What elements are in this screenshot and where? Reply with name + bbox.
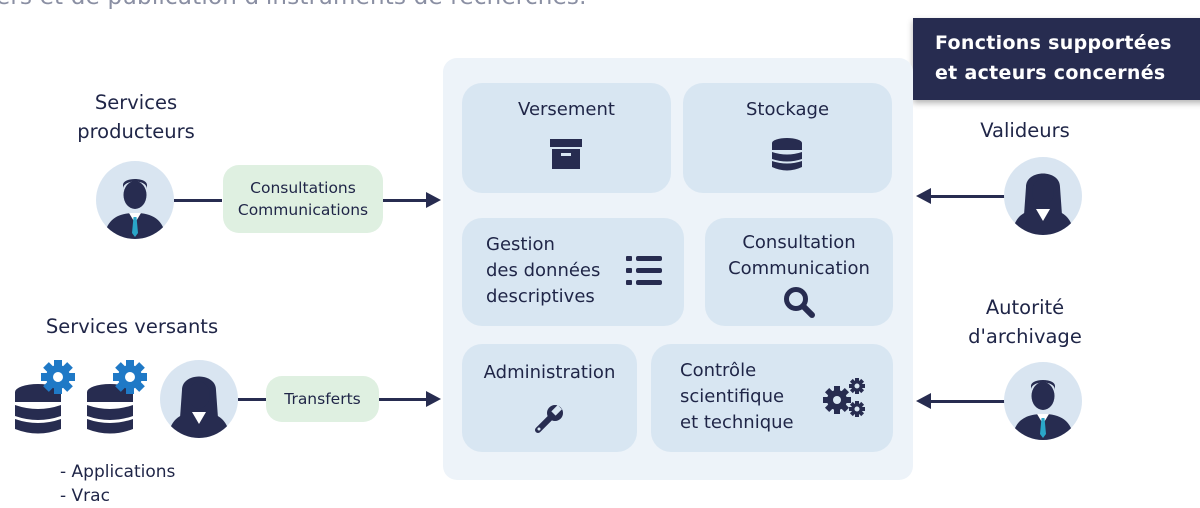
card-controle: Contrôle scientifique et technique xyxy=(651,344,893,452)
section-badge: Fonctions supportées et acteurs concerné… xyxy=(913,18,1200,100)
actor-valideurs-title: Valideurs xyxy=(980,119,1070,142)
flow-consultations: Consultations Communications xyxy=(223,165,383,233)
avatar-valideurs xyxy=(1004,157,1082,235)
avatar-versants xyxy=(160,360,238,438)
database-gear-icon xyxy=(87,360,147,434)
connector-line-versants-left xyxy=(238,398,266,401)
card-gestion: Gestion des données descriptives xyxy=(462,218,684,326)
card-stockage: Stockage xyxy=(683,83,892,193)
businesswoman-icon xyxy=(168,376,230,438)
sources-item-applications: - Applications xyxy=(60,462,176,482)
database-gear-icon xyxy=(15,360,75,434)
badge-line-2: et acteurs concernés xyxy=(935,62,1166,84)
archive-box-icon xyxy=(550,139,582,169)
businesswoman-icon xyxy=(1012,173,1074,235)
connector-line-valideurs xyxy=(930,195,1006,198)
arrow-valideurs-in xyxy=(916,188,931,204)
card-consultation-label-1: Consultation xyxy=(742,232,856,253)
actor-producteurs-title: Services producteurs xyxy=(56,88,216,146)
card-stockage-label: Stockage xyxy=(745,99,830,120)
connector-line-autorite xyxy=(930,400,1006,403)
intro-text: ers et de publication d'instruments de r… xyxy=(0,0,587,10)
avatar-autorite xyxy=(1004,362,1082,440)
card-versement: Versement xyxy=(462,83,671,193)
connector-line-versants-right xyxy=(379,398,427,401)
card-controle-label-1: Contrôle xyxy=(680,360,757,381)
actor-versants-title: Services versants xyxy=(45,315,219,338)
database-icon xyxy=(772,138,802,171)
search-icon xyxy=(784,287,815,318)
badge-line-1: Fonctions supportées xyxy=(935,32,1172,54)
arrow-autorite-in xyxy=(916,393,931,409)
flow-transferts: Transferts xyxy=(266,376,379,422)
avatar-producteurs xyxy=(96,161,174,239)
actor-autorite-line-1: Autorité xyxy=(985,296,1065,319)
sources-item-vrac: - Vrac xyxy=(60,486,110,506)
card-gestion-label-2: des données xyxy=(486,260,601,281)
actor-autorite-line-2: d'archivage xyxy=(968,325,1082,348)
card-versement-label: Versement xyxy=(518,99,615,120)
card-controle-label-3: et technique xyxy=(680,412,794,433)
flow-consultations-line-2: Communications xyxy=(237,201,369,219)
list-icon xyxy=(626,256,662,285)
arrow-versants-in xyxy=(426,391,441,407)
flow-transferts-label: Transferts xyxy=(284,390,361,408)
gears-icon xyxy=(823,378,865,417)
connector-line-producteurs-right xyxy=(383,199,427,202)
arrow-producteurs-in xyxy=(426,192,441,208)
card-consultation-label-2: Communication xyxy=(728,258,870,279)
card-gestion-label-1: Gestion xyxy=(486,234,555,255)
actor-autorite-title: Autorité d'archivage xyxy=(960,293,1090,351)
sources-list: - Applications - Vrac xyxy=(60,460,175,508)
card-administration-label: Administration xyxy=(483,362,616,383)
card-consultation: Consultation Communication xyxy=(705,218,893,326)
wrench-icon xyxy=(535,405,563,433)
connector-line-producteurs-left xyxy=(174,199,222,202)
businessman-icon xyxy=(1012,380,1074,440)
card-administration: Administration xyxy=(462,344,637,452)
card-controle-label-2: scientifique xyxy=(680,386,785,407)
actor-producteurs-line-2: producteurs xyxy=(77,120,195,143)
flow-consultations-line-1: Consultations xyxy=(250,179,356,197)
businessman-icon xyxy=(104,179,166,239)
card-gestion-label-3: descriptives xyxy=(486,286,595,307)
actor-producteurs-line-1: Services xyxy=(94,91,178,114)
